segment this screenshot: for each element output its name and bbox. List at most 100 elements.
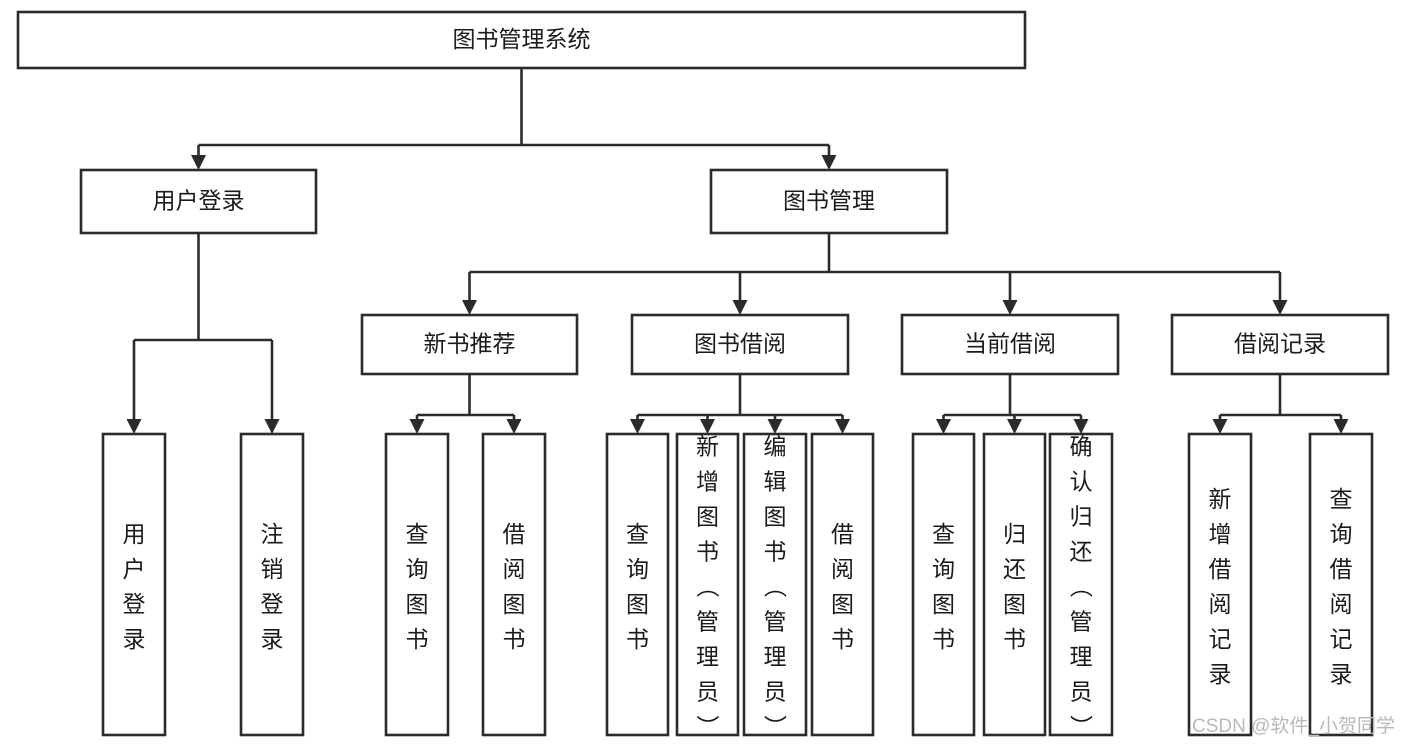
node-label-char: 图 [696,503,719,529]
node-label-char: 借 [831,521,854,547]
box-outline [384,432,450,737]
node-图书管理系统[interactable]: 图书管理系统 [16,10,1027,70]
arrow-head [835,419,850,434]
node-label-char: 用 [123,521,146,547]
node-label-char: 书 [764,538,787,564]
node-label-char: 理 [696,643,719,669]
node-label-char: 书 [831,626,854,652]
node-label-char: 书 [406,626,429,652]
node-label-char: 新 [1209,486,1232,512]
node-label-char: 管 [696,608,719,634]
arrow-head [1002,300,1018,315]
node-label-char: （ [1068,575,1094,598]
node-label-char: 图 [932,591,955,617]
box-outline [675,432,740,737]
node-label-char: 理 [1070,643,1093,669]
box-outline [481,432,547,737]
node-label-char: 确 [1070,433,1093,459]
node-用户登录-leaf[interactable]: 用户登录 [101,432,167,737]
node-label-char: 新 [696,433,719,459]
node-label-char: ） [1068,715,1094,738]
node-label-char: 查 [626,521,649,547]
node-label-char: 记 [1330,626,1353,652]
node-label-char: 管 [764,608,787,634]
arrow-head [1333,419,1349,434]
arrow-head [462,300,477,315]
node-label-char: （ [762,575,788,598]
arrow-head [126,419,142,434]
node-用户登录[interactable]: 用户登录 [79,168,318,235]
node-label-char: 认 [1070,468,1093,494]
node-label-char: ） [762,715,788,738]
box-outline [1187,432,1253,737]
node-label-char: 员 [696,678,719,704]
node-label-char: 增 [1209,521,1232,547]
node-label-char: 员 [1070,678,1093,704]
node-图书管理[interactable]: 图书管理 [709,168,949,235]
node-label-char: 图 [503,591,526,617]
node-label-char: 图 [1003,591,1026,617]
node-label-char: 管 [1070,608,1093,634]
node-借阅记录[interactable]: 借阅记录 [1170,313,1390,376]
node-label-char: 查 [1330,486,1353,512]
node-label: 图书借阅 [694,331,786,357]
node-label-char: 询 [406,556,429,582]
node-label-char: （ [695,575,721,598]
arrow-head [1272,300,1288,315]
node-label-char: 户 [123,556,146,582]
arrow-head [506,419,522,434]
node-label-char: 录 [261,626,284,652]
node-label-char: 借 [503,521,526,547]
node-新书推荐[interactable]: 新书推荐 [360,313,579,376]
node-label: 新书推荐 [424,331,516,357]
node-boxes: 图书管理系统用户登录图书管理新书推荐图书借阅当前借阅借阅记录用户登录注销登录查询… [16,10,1390,738]
arrow-head [409,419,425,434]
arrow-head [936,419,951,434]
node-label-char: 归 [1070,503,1093,529]
node-label-char: 阅 [1330,591,1353,617]
node-label: 当前借阅 [964,331,1056,357]
node-label-char: 理 [764,643,787,669]
node-当前借阅[interactable]: 当前借阅 [900,313,1120,376]
node-label-char: 图 [406,591,429,617]
box-outline [810,432,875,737]
box-outline [1048,432,1114,737]
box-outline [16,10,1027,70]
node-label-char: 登 [261,591,284,617]
node-label-char: 查 [406,521,429,547]
box-outline [900,313,1120,376]
connector-lines [126,68,1349,434]
arrow-head [821,155,837,170]
box-outline [1170,313,1390,376]
box-outline [79,168,318,235]
box-outline [982,432,1047,737]
box-outline [1308,432,1374,737]
node-label-char: 辑 [764,468,787,494]
node-label-char: 书 [503,626,526,652]
node-图书借阅[interactable]: 图书借阅 [630,313,850,376]
node-label-char: 录 [123,626,146,652]
node-label-char: 书 [696,538,719,564]
node-label: 图书管理系统 [453,26,591,52]
node-label-char: 借 [1330,556,1353,582]
arrow-head [264,419,280,434]
node-label-char: 查 [932,521,955,547]
node-label-char: 阅 [1209,591,1232,617]
box-outline [742,432,808,737]
node-label-char: 销 [261,556,284,582]
node-label-char: 增 [696,468,719,494]
